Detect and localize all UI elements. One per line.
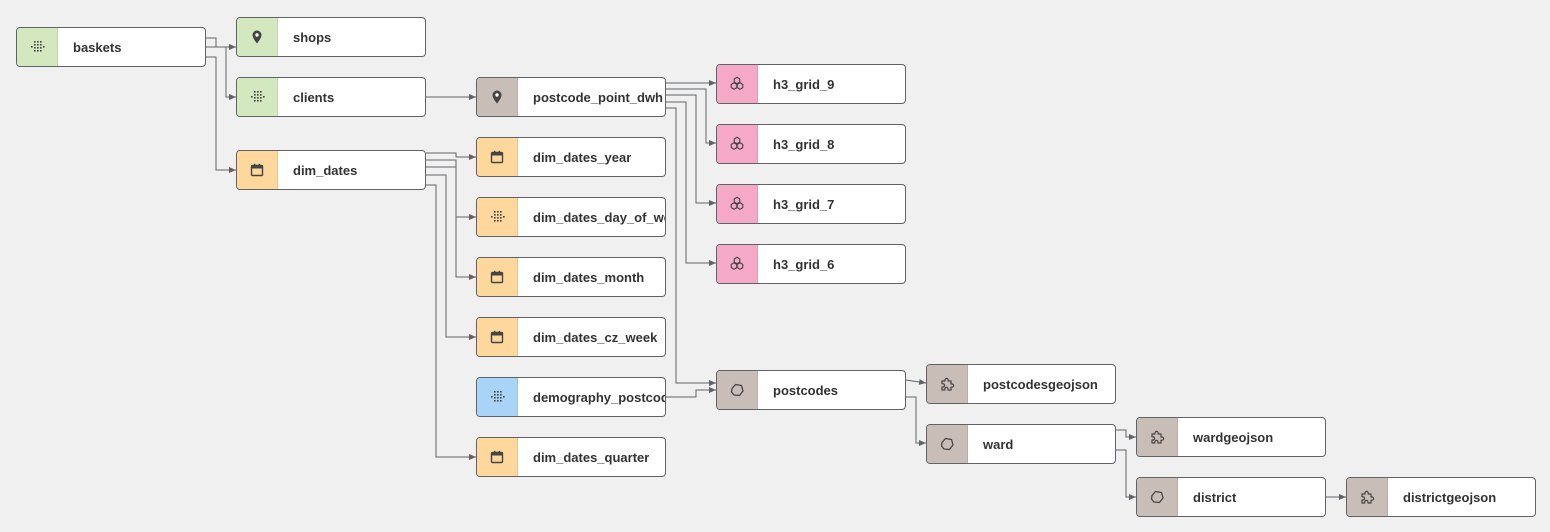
polygon-icon bbox=[927, 425, 968, 463]
edge-postcodes-to-postcodesgeojson bbox=[905, 378, 927, 385]
edge-postcode-point-dwh-to-h3-grid-7 bbox=[666, 94, 716, 206]
node-dim-dates-year[interactable]: dim_dates_year bbox=[476, 137, 666, 177]
edge-baskets-to-dim-dates bbox=[206, 56, 236, 173]
node-label: postcodesgeojson bbox=[983, 376, 1098, 392]
node-label: h3_grid_7 bbox=[773, 196, 835, 212]
node-shops[interactable]: shops bbox=[236, 17, 426, 57]
node-ward[interactable]: ward bbox=[926, 424, 1116, 464]
calendar-icon bbox=[477, 138, 518, 176]
node-h3-grid-9[interactable]: h3_grid_9 bbox=[716, 64, 906, 104]
calendar-icon bbox=[237, 151, 278, 189]
hexagon-cluster-icon bbox=[717, 65, 758, 103]
node-label: postcodes bbox=[773, 382, 839, 398]
node-label: dim_dates_year bbox=[533, 149, 632, 165]
polygon-icon bbox=[1137, 478, 1178, 516]
location-pin-icon bbox=[477, 78, 518, 116]
puzzle-icon bbox=[1347, 478, 1388, 516]
node-label: demography_postcod bbox=[533, 389, 665, 405]
node-label: wardgeojson bbox=[1193, 429, 1274, 445]
node-dim-dates-day-of-week[interactable]: dim_dates_day_of_we bbox=[476, 197, 666, 237]
node-label: dim_dates_quarter bbox=[533, 449, 650, 465]
node-label: dim_dates_day_of_we bbox=[533, 209, 665, 225]
node-label: ward bbox=[983, 436, 1014, 452]
puzzle-icon bbox=[927, 365, 968, 403]
puzzle-icon bbox=[1137, 418, 1178, 456]
polygon-icon bbox=[717, 371, 758, 409]
calendar-icon bbox=[477, 438, 518, 476]
calendar-icon bbox=[477, 318, 518, 356]
node-districtgeojson[interactable]: districtgeojson bbox=[1346, 477, 1536, 517]
edge-baskets-to-shops bbox=[206, 37, 236, 50]
edge-dim-dates-to-dim-dates-month bbox=[426, 166, 476, 280]
edge-dim-dates-to-dim-dates-year bbox=[426, 152, 476, 160]
node-dim-dates[interactable]: dim_dates bbox=[236, 150, 426, 190]
node-label: baskets bbox=[73, 39, 122, 55]
node-dim-dates-month[interactable]: dim_dates_month bbox=[476, 257, 666, 297]
edge-ward-to-wardgeojson bbox=[1116, 429, 1136, 440]
node-label: h3_grid_9 bbox=[773, 76, 835, 92]
edge-postcode-point-dwh-to-h3-grid-8 bbox=[666, 88, 716, 146]
edge-dim-dates-to-dim-dates-quarter bbox=[426, 184, 476, 460]
node-label: dim_dates bbox=[293, 162, 358, 178]
node-clients[interactable]: clients bbox=[236, 77, 426, 117]
edge-postcode-point-dwh-to-postcodes bbox=[666, 107, 716, 386]
node-label: h3_grid_8 bbox=[773, 136, 835, 152]
node-label: clients bbox=[293, 89, 335, 105]
node-postcode-point-dwh[interactable]: postcode_point_dwh bbox=[476, 77, 666, 117]
node-h3-grid-8[interactable]: h3_grid_8 bbox=[716, 124, 906, 164]
edge-baskets-to-clients bbox=[206, 46, 236, 100]
node-demography-postcode[interactable]: demography_postcod bbox=[476, 377, 666, 417]
node-postcodesgeojson[interactable]: postcodesgeojson bbox=[926, 364, 1116, 404]
grid-icon bbox=[237, 78, 278, 116]
location-pin-icon bbox=[237, 18, 278, 56]
calendar-icon bbox=[477, 258, 518, 296]
node-h3-grid-6[interactable]: h3_grid_6 bbox=[716, 244, 906, 284]
edge-postcodes-to-ward bbox=[906, 396, 926, 446]
node-dim-dates-cz-week[interactable]: dim_dates_cz_week bbox=[476, 317, 666, 357]
node-label: dim_dates_cz_week bbox=[533, 329, 658, 345]
hexagon-cluster-icon bbox=[717, 125, 758, 163]
node-dim-dates-quarter[interactable]: dim_dates_quarter bbox=[476, 437, 666, 477]
node-label: dim_dates_month bbox=[533, 269, 645, 285]
node-postcodes[interactable]: postcodes bbox=[716, 370, 906, 410]
grid-icon bbox=[477, 378, 518, 416]
node-label: h3_grid_6 bbox=[773, 256, 835, 272]
edge-postcode-point-dwh-to-h3-grid-6 bbox=[666, 101, 716, 266]
grid-icon bbox=[17, 28, 58, 66]
node-label: postcode_point_dwh bbox=[533, 89, 663, 105]
node-h3-grid-7[interactable]: h3_grid_7 bbox=[716, 184, 906, 224]
edge-ward-to-district bbox=[1116, 449, 1136, 500]
hexagon-cluster-icon bbox=[717, 185, 758, 223]
grid-icon bbox=[477, 198, 518, 236]
node-label: district bbox=[1193, 489, 1237, 505]
node-label: shops bbox=[293, 29, 332, 45]
node-baskets[interactable]: baskets bbox=[16, 27, 206, 67]
node-wardgeojson[interactable]: wardgeojson bbox=[1136, 417, 1326, 457]
node-district[interactable]: district bbox=[1136, 477, 1326, 517]
edge-demography-postcode-to-postcodes bbox=[666, 387, 716, 398]
edge-dim-dates-to-dim-dates-day-of-week bbox=[426, 159, 476, 220]
node-label: districtgeojson bbox=[1403, 489, 1497, 505]
hexagon-cluster-icon bbox=[717, 245, 758, 283]
edge-dim-dates-to-dim-dates-cz-week bbox=[426, 174, 476, 340]
